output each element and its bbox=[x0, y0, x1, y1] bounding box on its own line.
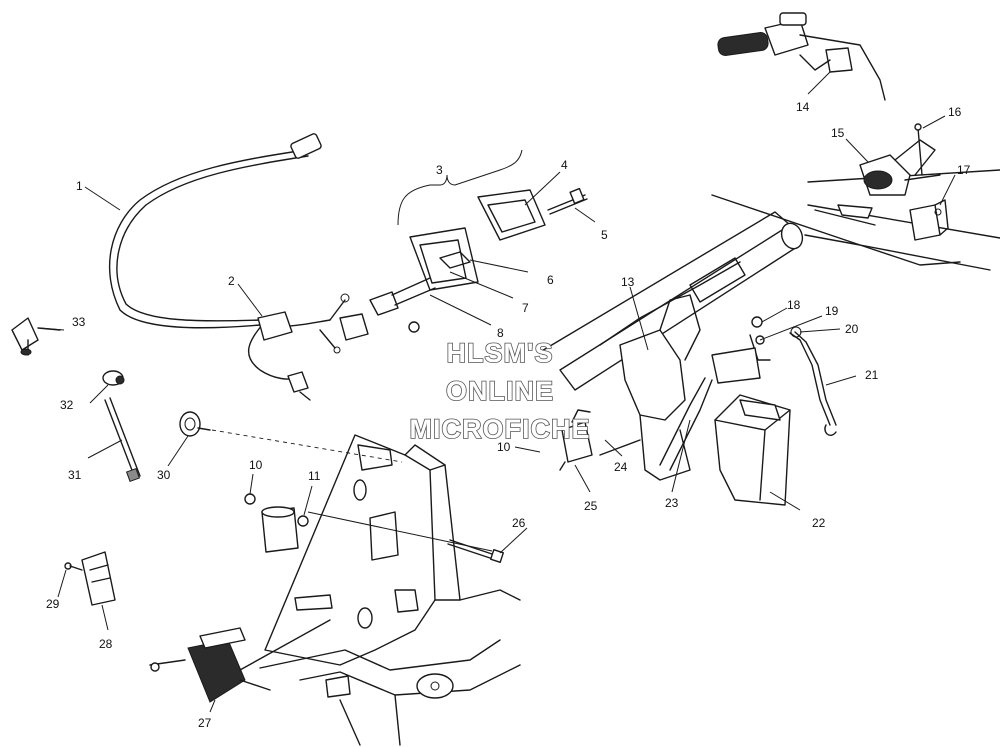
callout-5: 5 bbox=[601, 228, 608, 242]
screw-16 bbox=[914, 123, 923, 176]
callout-15: 15 bbox=[831, 126, 845, 140]
callout-26: 26 bbox=[512, 516, 526, 530]
ignition-switch bbox=[179, 411, 403, 463]
callout-7: 7 bbox=[522, 301, 529, 315]
tail-light-assembly bbox=[369, 189, 546, 333]
callout-1: 1 bbox=[76, 179, 83, 193]
callout-8: 8 bbox=[497, 326, 504, 340]
callout-21: 21 bbox=[865, 368, 879, 382]
leader-lines bbox=[39, 71, 956, 713]
callout-3: 3 bbox=[436, 163, 443, 177]
callout-19: 19 bbox=[825, 304, 839, 318]
callout-33: 33 bbox=[72, 315, 86, 329]
watermark-line-2: ONLINE bbox=[446, 376, 554, 406]
wire-harness bbox=[108, 133, 350, 380]
watermark: HLSM'S ONLINE MICROFICHE bbox=[409, 337, 591, 445]
frame-structure bbox=[259, 169, 1000, 746]
callout-30: 30 bbox=[157, 468, 171, 482]
bolt-5 bbox=[547, 187, 588, 215]
horn bbox=[859, 139, 941, 196]
callout-labels: 1 2 3 4 5 6 7 8 10 10 11 13 14 15 16 17 … bbox=[46, 100, 971, 730]
ignition-coil bbox=[244, 493, 493, 553]
starter-relay bbox=[559, 409, 593, 471]
callout-22: 22 bbox=[812, 516, 826, 530]
battery-hold-down bbox=[659, 377, 713, 471]
callout-4: 4 bbox=[561, 158, 568, 172]
callout-20: 20 bbox=[845, 322, 859, 336]
callout-31: 31 bbox=[68, 468, 82, 482]
callout-27: 27 bbox=[198, 716, 212, 730]
bolt-26 bbox=[447, 539, 505, 564]
fuse-holder bbox=[11, 317, 61, 356]
watermark-line-1: HLSM'S bbox=[447, 338, 554, 368]
watermark-line-3: MICROFICHE bbox=[410, 414, 591, 444]
callout-10b: 10 bbox=[497, 440, 511, 454]
group-brace-3 bbox=[397, 149, 523, 226]
harness-clip bbox=[102, 370, 125, 386]
callout-2: 2 bbox=[228, 274, 235, 288]
callout-16: 16 bbox=[948, 105, 962, 119]
callout-24: 24 bbox=[614, 460, 628, 474]
horn-bracket bbox=[909, 199, 949, 241]
callout-10a: 10 bbox=[249, 458, 263, 472]
callout-13: 13 bbox=[621, 275, 635, 289]
callout-18: 18 bbox=[787, 298, 801, 312]
callout-14: 14 bbox=[796, 100, 810, 114]
callout-28: 28 bbox=[99, 637, 113, 651]
callout-17: 17 bbox=[957, 163, 971, 177]
callout-29: 29 bbox=[46, 597, 60, 611]
mounting-bracket bbox=[64, 551, 116, 606]
callout-23: 23 bbox=[665, 496, 679, 510]
voltage-regulator bbox=[149, 619, 331, 703]
handlebar-switch bbox=[717, 12, 886, 101]
callout-32: 32 bbox=[60, 398, 74, 412]
cable-tie bbox=[104, 397, 141, 483]
callout-6: 6 bbox=[547, 273, 554, 287]
battery bbox=[711, 347, 791, 506]
harness-connector bbox=[257, 311, 369, 401]
callout-25: 25 bbox=[584, 499, 598, 513]
callout-11: 11 bbox=[308, 469, 321, 483]
